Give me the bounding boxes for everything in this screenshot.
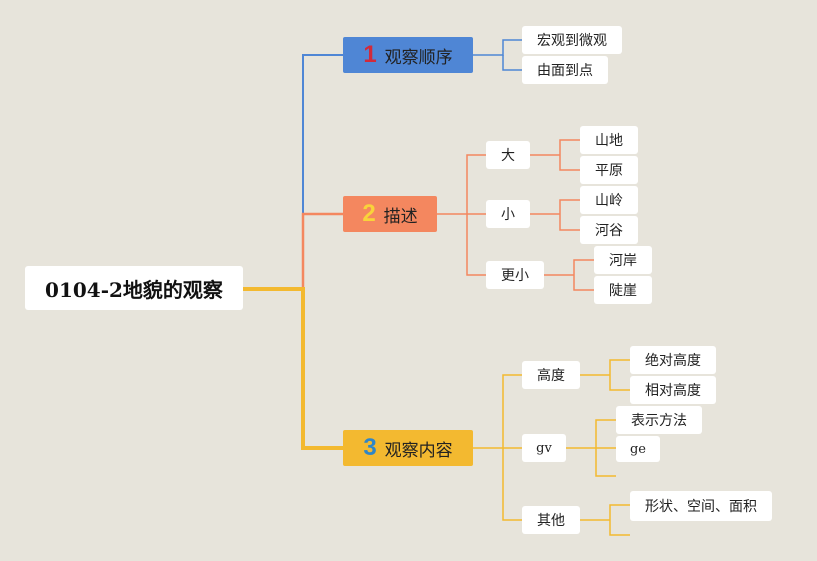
leaf-node[interactable]: 山地	[580, 126, 638, 154]
branch-number: 3	[363, 434, 377, 461]
branch-node-observe-order[interactable]: 1 观察顺序	[343, 37, 473, 73]
branch-number: 2	[362, 200, 376, 227]
branch-label: 描述	[383, 206, 418, 227]
leaf-node[interactable]: 河岸	[594, 246, 652, 274]
leaf-node[interactable]: 山岭	[580, 186, 638, 214]
group-node-large[interactable]: 大	[486, 141, 530, 169]
leaf-node[interactable]: ge	[616, 436, 660, 462]
group-node-other[interactable]: 其他	[522, 506, 580, 534]
group-node-smaller[interactable]: 更小	[486, 261, 544, 289]
leaf-node[interactable]: 陡崖	[594, 276, 652, 304]
leaf-node[interactable]: 相对高度	[630, 376, 716, 404]
group-node-height[interactable]: 高度	[522, 361, 580, 389]
branch-node-observe-content[interactable]: 3 观察内容	[343, 430, 473, 466]
branch-label: 观察内容	[384, 440, 453, 461]
leaf-node[interactable]: 由面到点	[522, 56, 608, 84]
leaf-node[interactable]: 形状、空间、面积	[630, 491, 772, 521]
leaf-node[interactable]: 宏观到微观	[522, 26, 622, 54]
branch-label: 观察顺序	[384, 47, 453, 68]
leaf-node[interactable]: 表示方法	[616, 406, 702, 434]
branch-node-describe[interactable]: 2 描述	[343, 196, 437, 232]
root-node[interactable]: 0104-2地貌的观察	[25, 266, 243, 310]
group-node-small[interactable]: 小	[486, 200, 530, 228]
leaf-node[interactable]: 平原	[580, 156, 638, 184]
leaf-node[interactable]: 河谷	[580, 216, 638, 244]
branch-number: 1	[363, 41, 377, 68]
group-node-gv[interactable]: gv	[522, 434, 566, 462]
leaf-node[interactable]: 绝对高度	[630, 346, 716, 374]
